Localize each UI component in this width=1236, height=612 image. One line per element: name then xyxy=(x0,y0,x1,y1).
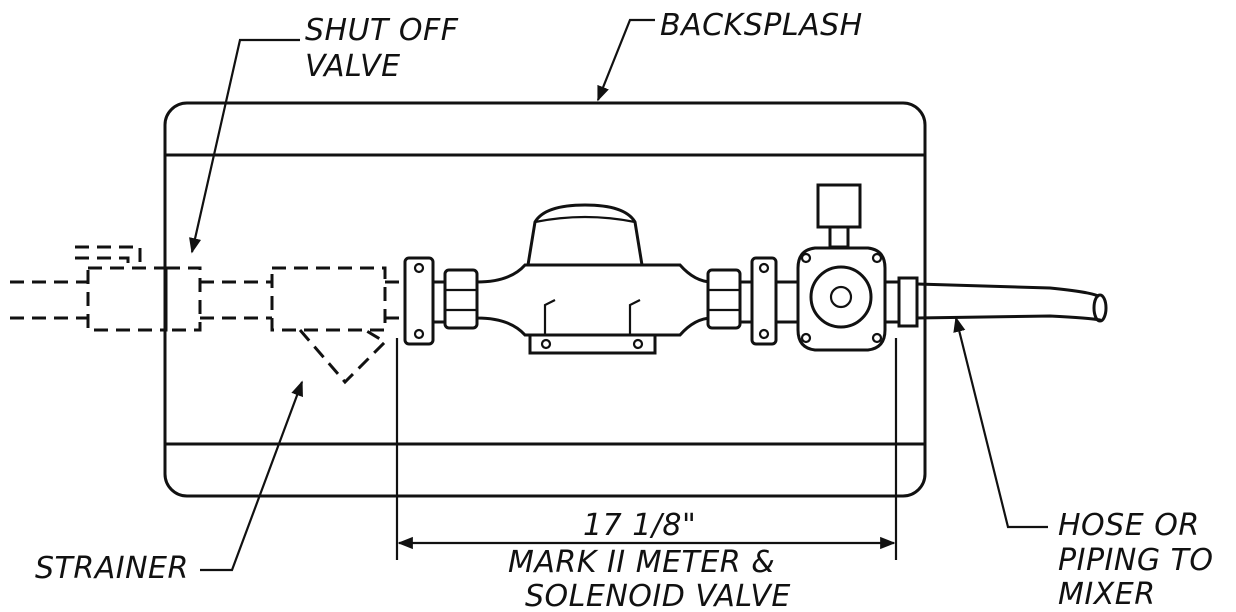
shutoff-label-line2: VALVE xyxy=(305,49,401,84)
meter-label-line2: SOLENOID VALVE xyxy=(525,579,791,612)
meter-label-line1: MARK II METER & xyxy=(508,545,775,580)
shutoff-leader xyxy=(189,38,300,254)
strainer-fitting xyxy=(270,266,405,385)
meter-assembly xyxy=(403,203,800,355)
meter-body xyxy=(475,263,714,337)
hose-label-line3: MIXER xyxy=(1058,577,1156,612)
hose-label-line2: PIPING TO xyxy=(1058,543,1214,578)
meter-base xyxy=(528,333,657,355)
solenoid-coil xyxy=(816,183,862,229)
strainer-leader xyxy=(200,380,304,572)
strainer-label: STRAINER xyxy=(35,551,189,586)
dimension-label: 17 1/8" xyxy=(583,508,696,543)
right-flange xyxy=(750,256,778,346)
shutoff-label-line1: SHUT OFF xyxy=(305,13,459,48)
solenoid-valve xyxy=(796,183,919,352)
outlet-hose xyxy=(915,282,1108,323)
backsplash-label: BACKSPLASH xyxy=(660,8,863,43)
supply-pipe-dashed xyxy=(10,245,272,332)
hose-leader xyxy=(953,316,1048,529)
left-union-nut xyxy=(443,268,479,330)
left-flange xyxy=(403,256,435,346)
right-union-nut xyxy=(706,268,742,330)
dimension-line xyxy=(395,338,898,560)
backsplash-leader xyxy=(596,18,655,102)
meter-register xyxy=(526,203,644,267)
hose-label-line1: HOSE OR xyxy=(1058,508,1200,543)
